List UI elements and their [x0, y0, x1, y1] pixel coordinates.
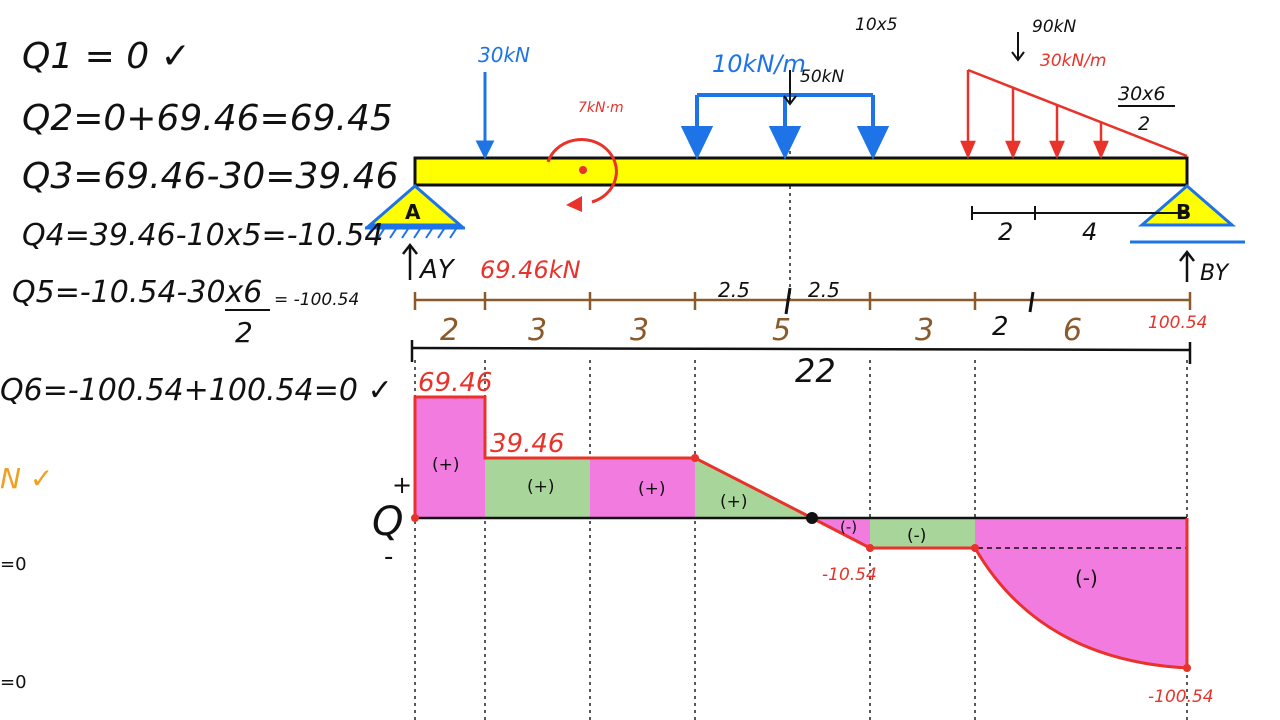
udl-label: 10kN/m — [712, 50, 806, 78]
span-mark-2 — [1028, 291, 1035, 313]
point-load-arrow — [475, 72, 495, 160]
reaction-by-label: BY — [1200, 261, 1230, 286]
total-length-line — [410, 340, 1192, 364]
moment-label: 7kN·m — [578, 100, 624, 116]
reaction-ay-label: AY — [418, 255, 456, 285]
tri-calc-bottom: 2 — [1138, 113, 1150, 135]
span-5: 3 — [915, 313, 934, 348]
equation-q1: Q1 = 0 ✓ — [22, 36, 191, 77]
tri-dimension-line — [971, 206, 1187, 220]
shear-minus-sign: - — [384, 542, 393, 572]
region-sign-7: (-) — [1075, 566, 1098, 590]
beam-body — [413, 156, 1189, 187]
triangular-load — [960, 68, 1188, 160]
span-2: 3 — [528, 313, 547, 348]
shear-curve — [413, 395, 1189, 670]
tri-dim-b: 4 — [1082, 218, 1097, 246]
fill-region-6 — [870, 518, 975, 548]
support-a — [365, 184, 465, 239]
shear-value-3: -10.54 — [822, 565, 877, 585]
region-sign-1: (+) — [432, 455, 460, 475]
shear-value-4: -100.54 — [1148, 687, 1214, 707]
reaction-by-arrow — [1179, 249, 1195, 282]
half-span-2: 2.5 — [808, 278, 840, 302]
point-load-label: 30kN — [478, 43, 530, 67]
fill-region-7 — [975, 518, 1187, 668]
support-b — [1130, 184, 1245, 244]
equation-q5-denominator: 2 — [235, 316, 253, 349]
equation-q3: Q3=69.46-30=39.46 — [22, 156, 399, 197]
udl-multiplication: 10x5 — [855, 15, 898, 35]
span-6: 2 — [992, 312, 1009, 342]
shear-points — [411, 454, 1191, 672]
udl-arrows — [680, 93, 890, 160]
udl-resultant-label: 50kN — [800, 67, 844, 87]
span-1: 2 — [440, 313, 459, 348]
reaction-ay-arrow — [402, 242, 418, 280]
moment-symbol — [546, 138, 618, 212]
udl-resultant-arrow — [783, 70, 797, 106]
span-4: 5 — [772, 313, 791, 348]
region-sign-6: (-) — [907, 526, 926, 546]
zero-crossing-point — [806, 512, 818, 524]
reaction-by-value: 100.54 — [1148, 313, 1207, 333]
tri-calc-top: 30x6 — [1118, 83, 1166, 105]
fill-region-2 — [485, 458, 590, 518]
left-fragment-mid: =0 — [0, 554, 27, 575]
left-fragment-top: N ✓ — [0, 462, 53, 495]
span-center-mark — [784, 287, 792, 315]
span-dimension-line — [413, 292, 1192, 310]
total-length-label: 22 — [795, 352, 836, 390]
region-sign-3: (+) — [638, 479, 666, 499]
support-a-label: A — [405, 200, 421, 224]
equation-q5: Q5=-10.54-30x6 — [12, 275, 262, 310]
shear-value-2: 39.46 — [490, 429, 564, 459]
tri-resultant-label: 90kN — [1032, 17, 1076, 37]
span-7: 6 — [1063, 313, 1082, 348]
region-sign-2: (+) — [527, 477, 555, 497]
region-sign-5: (-) — [840, 518, 857, 536]
region-sign-4: (+) — [720, 492, 748, 512]
equation-q6: Q6=-100.54+100.54=0 ✓ — [0, 373, 393, 408]
equation-q5-result: = -100.54 — [274, 290, 359, 310]
equation-q4: Q4=39.46-10x5=-10.54 — [22, 218, 383, 253]
shear-value-1: 69.46 — [418, 368, 492, 398]
half-span-1: 2.5 — [718, 278, 750, 302]
shear-plus-sign: + — [392, 471, 412, 499]
reaction-ay-value: 69.46kN — [480, 256, 581, 284]
span-3: 3 — [630, 313, 649, 348]
fill-region-1 — [415, 397, 485, 518]
fill-region-3 — [590, 458, 695, 518]
tri-resultant-arrow — [1011, 32, 1025, 62]
equation-q2: Q2=0+69.46=69.45 — [22, 98, 393, 139]
left-fragment-bottom: =0 — [0, 672, 27, 693]
shear-axis-label: Q — [372, 499, 403, 545]
tri-dim-a: 2 — [998, 218, 1013, 246]
tri-load-label: 30kN/m — [1040, 51, 1106, 71]
